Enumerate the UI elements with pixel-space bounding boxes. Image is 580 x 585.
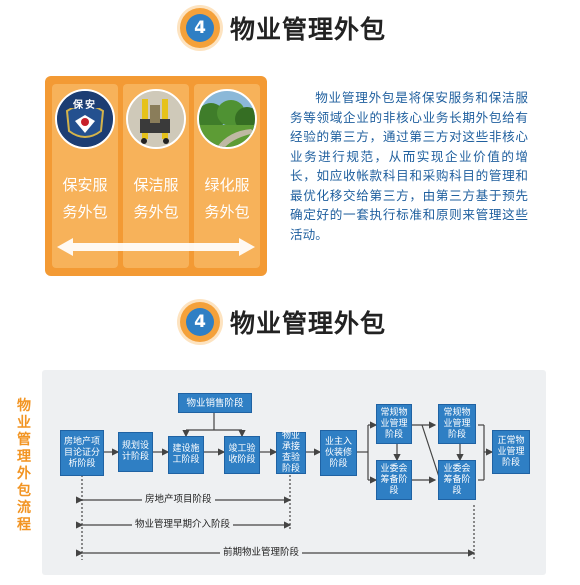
number-badge: 4 [180, 8, 220, 48]
section-heading-2: 4 物业管理外包 [180, 302, 386, 342]
flow-step-11: 正常物业管理阶段 [492, 430, 530, 474]
flow-step-10: 业委会筹备阶段 [438, 460, 476, 500]
service-label-line1: 保安服 [62, 176, 108, 194]
service-greening: 绿化服 务外包 [194, 84, 260, 268]
phase-label-1: 房地产项目阶段 [142, 494, 215, 506]
services-panel: 保安 保安服 务外包 保洁服 务外包 [45, 76, 267, 276]
phase-label-2: 物业管理早期介入阶段 [132, 519, 234, 531]
service-label-line1: 保洁服 [133, 176, 179, 194]
service-security: 保安 保安服 务外包 [52, 84, 118, 268]
side-title-char: 理 [17, 449, 31, 465]
section-heading-1: 4 物业管理外包 [180, 8, 386, 48]
section-title: 物业管理外包 [230, 15, 387, 44]
service-label-line1: 绿化服 [204, 176, 250, 194]
flow-step-2: 规划设计阶段 [118, 432, 153, 472]
service-cleaning: 保洁服 务外包 [123, 84, 189, 268]
side-title-char: 业 [17, 415, 31, 431]
service-label: 保洁服 务外包 [123, 172, 189, 226]
side-title-char: 流 [17, 500, 31, 516]
side-title-char: 包 [17, 483, 31, 499]
security-badge-text: 保安 [73, 100, 97, 111]
flow-step-5: 物业承接查验阶段 [276, 431, 306, 474]
flow-step-1: 房地产项目论证分析阶段 [60, 430, 104, 476]
side-title-char: 外 [17, 466, 31, 482]
service-label-line2: 务外包 [62, 203, 108, 221]
flow-step-6: 业主入伙装修阶段 [320, 430, 357, 476]
flow-step-8: 业委会筹备阶段 [376, 460, 412, 500]
side-title-char: 物 [17, 398, 31, 414]
service-label-line2: 务外包 [204, 203, 250, 221]
flow-step-sales: 物业销售阶段 [178, 393, 252, 413]
description-text: 物业管理外包是将保安服务和保洁服务等领域企业的非核心业务长期外包给有经验的第三方… [290, 90, 528, 242]
flow-step-9: 常规物业管理阶段 [438, 404, 476, 444]
phase-label-3: 前期物业管理阶段 [220, 547, 303, 559]
landscape-icon [197, 89, 257, 149]
service-label: 保安服 务外包 [52, 172, 118, 226]
number-badge: 4 [180, 302, 220, 342]
flow-step-3: 建设施工阶段 [168, 436, 204, 474]
side-title-char: 程 [17, 517, 31, 533]
service-label-line2: 务外包 [133, 203, 179, 221]
number-badge-text: 4 [186, 308, 214, 336]
security-badge-icon: 保安 [55, 89, 115, 149]
double-arrow-icon [57, 238, 255, 256]
number-badge-text: 4 [186, 14, 214, 42]
flow-step-4: 竣工验收阶段 [224, 436, 260, 474]
cleaning-cart-icon [126, 89, 186, 149]
side-title-char: 管 [17, 432, 31, 448]
section-title: 物业管理外包 [230, 309, 387, 338]
service-label: 绿化服 务外包 [194, 172, 260, 226]
flow-side-title: 物 业 管 理 外 包 流 程 [15, 398, 33, 534]
flow-step-7: 常规物业管理阶段 [376, 404, 412, 444]
